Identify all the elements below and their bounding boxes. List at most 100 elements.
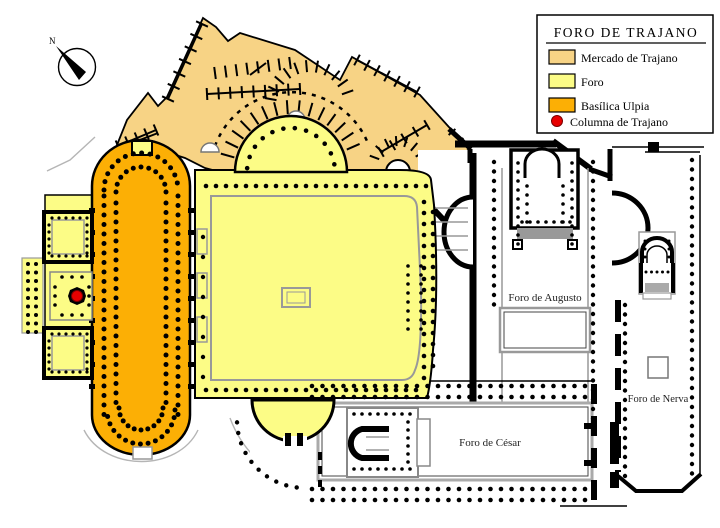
column-dot xyxy=(71,370,75,374)
column-dot xyxy=(113,371,119,377)
column-dot xyxy=(34,270,38,275)
column-dot xyxy=(71,254,75,258)
column-dot xyxy=(159,412,165,418)
column-dot xyxy=(123,437,129,443)
exedra-notch-b xyxy=(297,433,303,446)
column-dot xyxy=(590,330,596,336)
hatch-tick xyxy=(317,107,326,121)
column-dot xyxy=(446,394,451,400)
legend-label-basilica: Basílica Ulpia xyxy=(581,99,650,113)
hatch-tick xyxy=(413,86,421,98)
column-dot xyxy=(689,309,695,315)
column-dot xyxy=(477,383,483,389)
column-dot xyxy=(666,270,670,274)
column-dot xyxy=(101,187,107,193)
column-dot xyxy=(102,179,108,185)
legend-label-mercado: Mercado de Trajano xyxy=(581,51,678,65)
column-dot xyxy=(293,183,299,189)
column-dot xyxy=(372,497,378,503)
column-dot xyxy=(101,383,107,389)
column-dot xyxy=(85,244,89,248)
column-dot xyxy=(320,497,325,503)
column-dot xyxy=(26,330,30,334)
hatch-tick xyxy=(263,84,267,97)
column-dot xyxy=(477,394,483,400)
column-dot xyxy=(60,275,64,279)
column-dot xyxy=(175,203,181,208)
column-dot xyxy=(689,290,695,296)
column-dot xyxy=(101,307,107,313)
column-dot xyxy=(175,193,181,199)
hatch-tick xyxy=(375,145,384,154)
column-dot xyxy=(293,387,299,393)
column-dot xyxy=(408,467,412,471)
column-dot xyxy=(498,486,504,492)
column-dot xyxy=(509,383,514,389)
column-dot xyxy=(101,193,107,199)
hatch-tick xyxy=(178,57,192,66)
column-dot xyxy=(85,216,89,220)
cesar-plaza-inner xyxy=(321,406,589,477)
column-dot xyxy=(53,294,57,298)
column-dot xyxy=(131,426,137,432)
column-dot xyxy=(85,370,89,374)
column-dot xyxy=(622,340,628,346)
column-dot xyxy=(622,426,628,431)
column-dot xyxy=(689,214,695,220)
column-dot xyxy=(163,371,169,377)
column-dot xyxy=(491,292,497,298)
column-dot xyxy=(351,486,357,492)
hatch-tick xyxy=(373,64,381,77)
column-dot xyxy=(360,467,364,471)
column-dot xyxy=(622,369,628,374)
column-dot xyxy=(376,467,380,471)
column-dot xyxy=(689,186,695,191)
column-dot xyxy=(200,234,206,240)
column-dot xyxy=(446,383,451,389)
column-dot xyxy=(689,385,695,391)
column-dot xyxy=(175,250,181,256)
column-dot xyxy=(264,474,270,479)
column-dot xyxy=(590,245,596,250)
column-dot xyxy=(419,282,423,286)
column-dot xyxy=(101,298,107,303)
column-dot xyxy=(80,275,84,279)
column-dot xyxy=(70,313,74,317)
column-dot xyxy=(175,336,181,341)
column-dot xyxy=(488,383,493,389)
column-dot xyxy=(113,267,119,272)
column-dot xyxy=(590,397,596,402)
column-dot xyxy=(404,394,409,400)
column-dot xyxy=(570,206,574,210)
column-dot xyxy=(270,129,275,135)
column-dot xyxy=(113,248,119,253)
column-dot xyxy=(392,467,396,471)
column-dot xyxy=(172,172,178,178)
column-dot xyxy=(516,170,520,174)
column-dot xyxy=(118,174,124,180)
column-dot xyxy=(163,390,169,396)
column-dot xyxy=(47,251,51,255)
column-dot xyxy=(213,183,219,189)
column-dot xyxy=(362,383,367,389)
column-dot xyxy=(303,128,309,133)
column-dot xyxy=(281,126,286,131)
column-dot xyxy=(47,237,51,241)
hatch-tick xyxy=(217,87,220,100)
column-dot xyxy=(384,467,388,471)
column-dot xyxy=(78,332,82,336)
column-dot xyxy=(689,404,695,410)
column-dot xyxy=(590,235,596,241)
column-dot xyxy=(47,244,51,248)
column-dot xyxy=(115,158,121,164)
column-dot xyxy=(333,387,339,393)
column-dot xyxy=(163,333,169,339)
column-dot xyxy=(551,497,556,503)
column-dot xyxy=(163,210,169,215)
legend-swatch-mercado xyxy=(548,49,576,65)
hatch-tick xyxy=(287,83,290,96)
column-dot xyxy=(330,497,336,503)
column-dot xyxy=(101,355,107,360)
column-dot xyxy=(456,497,462,503)
column-dot xyxy=(406,264,410,268)
